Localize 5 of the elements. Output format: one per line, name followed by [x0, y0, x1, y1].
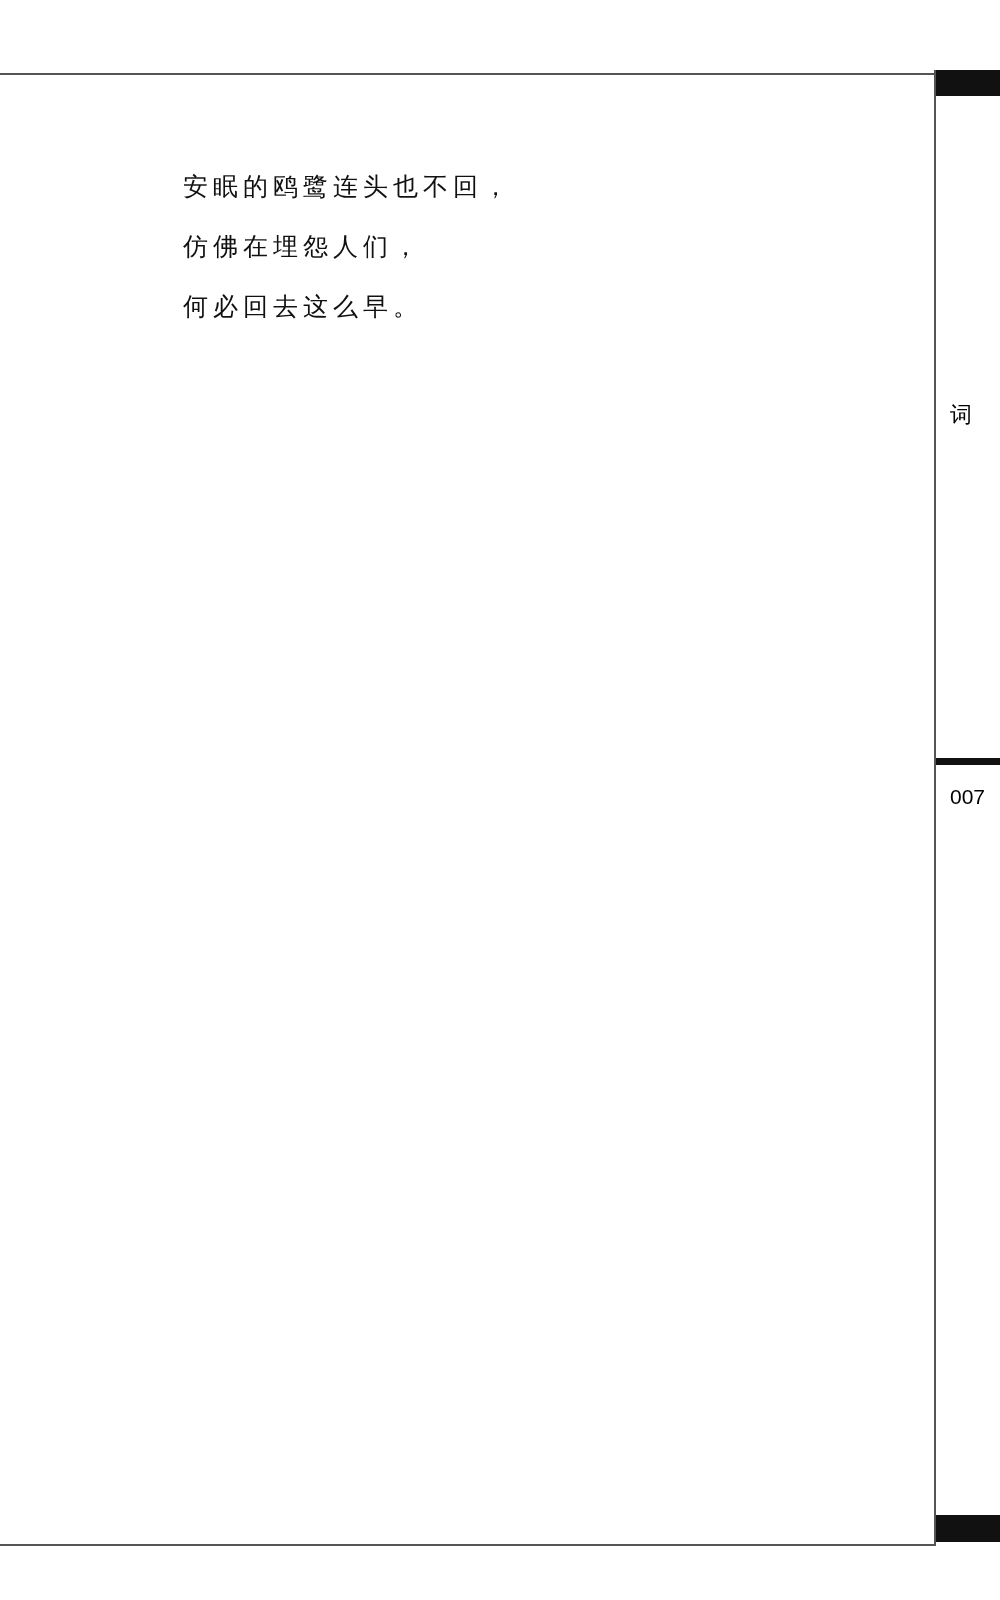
- poem-line: 安眠的鸥鹭连头也不回，: [183, 171, 513, 203]
- poem-line: 何必回去这么早。: [183, 291, 423, 323]
- section-label: 词: [950, 401, 972, 429]
- poem-line: 仿佛在埋怨人们，: [183, 231, 423, 263]
- page-number: 007: [950, 785, 986, 809]
